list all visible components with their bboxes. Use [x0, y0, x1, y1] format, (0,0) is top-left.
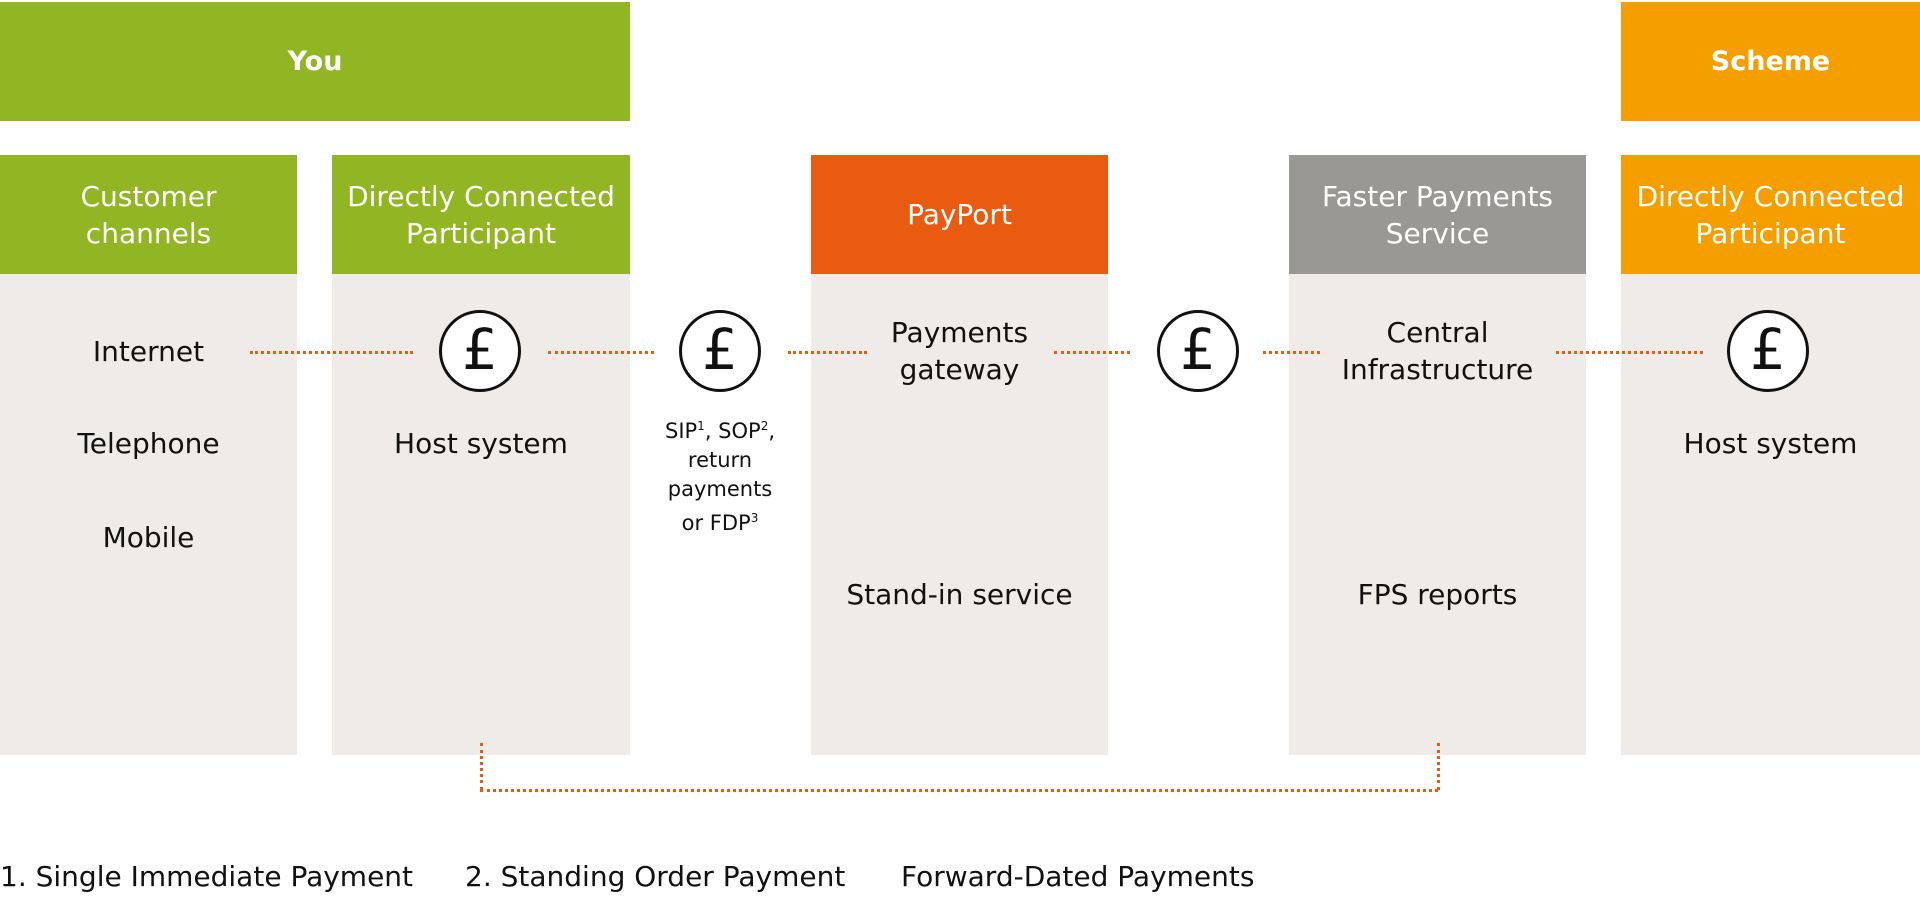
bracket-left-leg	[480, 743, 483, 790]
scheme-band-label: Scheme	[1710, 46, 1831, 77]
customer-channels-panel	[0, 274, 297, 755]
payment-types-line-4: or FDP3	[681, 511, 759, 535]
payport-title: PayPort	[907, 198, 1012, 231]
central-infrastructure-line-2: Infrastructure	[1341, 353, 1534, 386]
central-infrastructure-label: Central Infrastructure	[1289, 314, 1586, 388]
customer-channels-header: Customer channels	[0, 155, 297, 274]
footnote-fdp: Forward-Dated Payments	[901, 860, 1255, 893]
central-infrastructure-line-1: Central	[1386, 316, 1489, 349]
payment-types-line-1: SIP1, SOP2,	[664, 419, 776, 443]
connector-currency-to-central	[1263, 351, 1320, 354]
payment-types-line-3: payments	[667, 477, 773, 501]
pound-icon-fps-link: £	[1157, 310, 1239, 392]
customer-channels-title-1: Customer	[80, 179, 217, 213]
payment-types-line-2: return	[687, 448, 753, 472]
connector-dcp-to-payment-types	[548, 351, 654, 354]
payport-header: PayPort	[811, 155, 1108, 274]
dcp-scheme-header: Directly Connected Participant	[1621, 155, 1920, 274]
channel-mobile: Mobile	[102, 521, 195, 554]
footnote-sip: 1. Single Immediate Payment	[0, 860, 414, 893]
you-band-label: You	[287, 46, 343, 77]
bracket-right-leg	[1437, 743, 1440, 790]
footnote-sop: 2. Standing Order Payment	[465, 860, 846, 893]
payment-types-note: SIP1, SOP2, return payments or FDP3	[650, 412, 790, 538]
pound-icon-dcp-you: £	[439, 310, 521, 392]
connector-central-to-scheme	[1556, 351, 1703, 354]
scheme-band: Scheme	[1621, 2, 1920, 121]
dcp-scheme-host-system: Host system	[1683, 427, 1858, 460]
connector-internet-to-dcp	[250, 351, 413, 354]
payport-panel	[811, 274, 1108, 755]
bracket-bottom	[480, 789, 1438, 792]
dcp-you-title-2: Participant	[406, 216, 556, 250]
you-band: You	[0, 2, 630, 121]
fps-reports-label: FPS reports	[1357, 578, 1518, 611]
channel-telephone: Telephone	[77, 427, 220, 460]
customer-channels-title-2: channels	[85, 216, 212, 250]
fps-panel	[1289, 274, 1586, 755]
dcp-you-title-1: Directly Connected	[347, 179, 615, 213]
dcp-scheme-title-2: Participant	[1695, 216, 1846, 250]
fps-title-1: Faster Payments	[1321, 179, 1554, 213]
pound-icon-payment-types: £	[679, 310, 761, 392]
pound-icon-dcp-scheme: £	[1727, 310, 1809, 392]
fps-title-2: Service	[1385, 216, 1490, 250]
channel-internet: Internet	[92, 335, 205, 368]
payments-gateway-label: Payments gateway	[811, 314, 1108, 388]
dcp-you-header: Directly Connected Participant	[332, 155, 630, 274]
dcp-you-host-system: Host system	[394, 427, 568, 460]
dcp-scheme-title-1: Directly Connected	[1636, 179, 1905, 213]
connector-gateway-to-currency	[1054, 351, 1130, 354]
payments-gateway-line-2: gateway	[899, 353, 1020, 386]
fps-header: Faster Payments Service	[1289, 155, 1586, 274]
connector-payment-types-to-gateway	[788, 351, 867, 354]
payments-gateway-line-1: Payments	[890, 316, 1029, 349]
stand-in-service-label: Stand-in service	[846, 578, 1073, 611]
